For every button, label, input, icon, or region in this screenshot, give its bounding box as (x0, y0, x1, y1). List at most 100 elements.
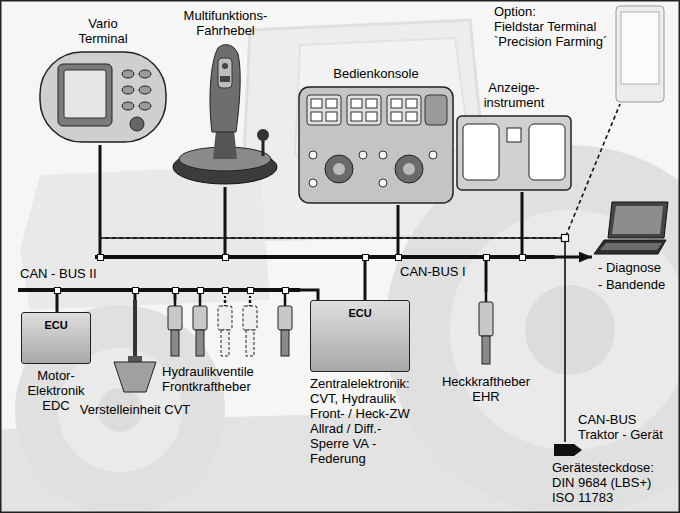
valve-stub (224, 300, 227, 306)
valve-stub (249, 300, 252, 306)
valve-piston (221, 330, 229, 356)
rotary-knob (395, 155, 423, 183)
laptop-node: - Diagnose- Bandende (592, 198, 676, 292)
small-key (309, 179, 317, 187)
laptop-screen (612, 206, 663, 234)
key (366, 99, 377, 108)
key (351, 99, 362, 108)
knob (130, 117, 144, 131)
junction-dot (54, 287, 61, 294)
actuator-collar (128, 356, 142, 362)
diagnostic-link (555, 256, 592, 259)
rotary-knob-cap (333, 163, 345, 175)
button (139, 70, 151, 78)
key (391, 112, 402, 121)
cylinder-body (479, 302, 493, 336)
node-label: ECU (348, 307, 371, 320)
junction-dot (97, 254, 104, 261)
node-label: CAN - BUS II (20, 266, 97, 281)
center-display (507, 128, 521, 142)
button (122, 86, 134, 94)
valve-piston (196, 330, 204, 356)
socket-plug-icon (552, 442, 592, 458)
junction-dot (222, 287, 229, 294)
control-unit-box: ECU (21, 312, 91, 364)
valve-stub (199, 300, 202, 306)
control-unit-node: ECU Zentralelektronik: CVT, Hydraulik Fro… (310, 300, 422, 466)
tablet-terminal-icon (614, 4, 666, 104)
joystick-boot (213, 130, 237, 159)
actuator-shaft (133, 300, 137, 358)
junction-dot (282, 287, 289, 294)
tablet-screen (621, 12, 659, 84)
control-unit-box: ECU (310, 300, 410, 372)
rear-hub (525, 285, 615, 375)
junction-dot (395, 254, 402, 261)
node-label: Anzeige- instrument (480, 80, 548, 110)
button (122, 70, 134, 78)
small-key (379, 151, 387, 159)
rotary-knob (325, 155, 353, 183)
bus-connection (300, 290, 318, 300)
large-key (425, 95, 447, 125)
laptop-lid (608, 202, 668, 238)
instrument-cluster-icon (455, 114, 573, 192)
node-label: ECU (44, 319, 67, 332)
bus-connection (56, 292, 59, 312)
key (406, 112, 417, 121)
bus-connection (485, 259, 488, 292)
junction-dot (132, 287, 139, 294)
laptop-keyboard (600, 243, 662, 250)
button (122, 102, 134, 110)
cluster-housing (457, 116, 571, 190)
junction-dot (247, 287, 254, 294)
screen (64, 70, 106, 118)
bus-label-slot: CAN-BUS I (400, 264, 466, 279)
control-console-icon (297, 85, 455, 205)
joystick-icon (168, 42, 283, 187)
bus-connection (224, 187, 227, 255)
valve-piston (281, 330, 289, 356)
valve-body (193, 306, 207, 330)
valve-body (278, 306, 292, 330)
node-label: Vario Terminal (73, 16, 133, 46)
node-label: Hydraulikventile Frontkraftheber (160, 364, 268, 394)
small-key (429, 151, 437, 159)
joystick-grip (210, 45, 240, 132)
grip-button (220, 76, 230, 82)
screen-bezel (58, 64, 112, 126)
valve-node: Hydraulikventile Frontkraftheber (160, 300, 300, 394)
key (391, 99, 402, 108)
junction-group (562, 235, 569, 242)
node-label: Zentralelektronik: CVT, Hydraulik Front-… (310, 376, 417, 466)
bus-bar: CAN-BUS I (95, 255, 555, 259)
valve-body (243, 306, 257, 330)
bus-bar: CAN - BUS II (18, 288, 300, 292)
node-label: Gerätesteckdose: DIN 9684 (LBS+) ISO 117… (552, 460, 660, 505)
bus-label: CAN-BUS Traktor - Gerät (578, 412, 670, 442)
junction-dot (483, 254, 490, 261)
node-label: Fieldstar Terminal `Precision Farming´ (494, 19, 614, 49)
bus-label-slot: CAN - BUS II (20, 266, 97, 281)
front-wheel (15, 305, 225, 513)
button (139, 86, 151, 94)
laptop-icon (592, 198, 672, 258)
small-key (309, 151, 317, 159)
tablet-housing (616, 6, 664, 102)
valve-stub (284, 300, 287, 306)
valve-body (218, 306, 232, 330)
socket-plug (554, 444, 582, 456)
key (326, 99, 337, 108)
terminal-housing (40, 52, 166, 142)
small-stick-knob (257, 129, 269, 141)
key-block (347, 95, 381, 125)
gauge-panel (529, 124, 565, 180)
node-label: Heckkraftheber EHR (437, 374, 535, 404)
node-label: - Bandende (592, 277, 665, 292)
valve-piston (246, 330, 254, 356)
junction-dot (362, 254, 369, 261)
control-unit-node: ECUMotor- Elektronik EDC (16, 312, 96, 413)
node-label: Option: (494, 4, 614, 19)
